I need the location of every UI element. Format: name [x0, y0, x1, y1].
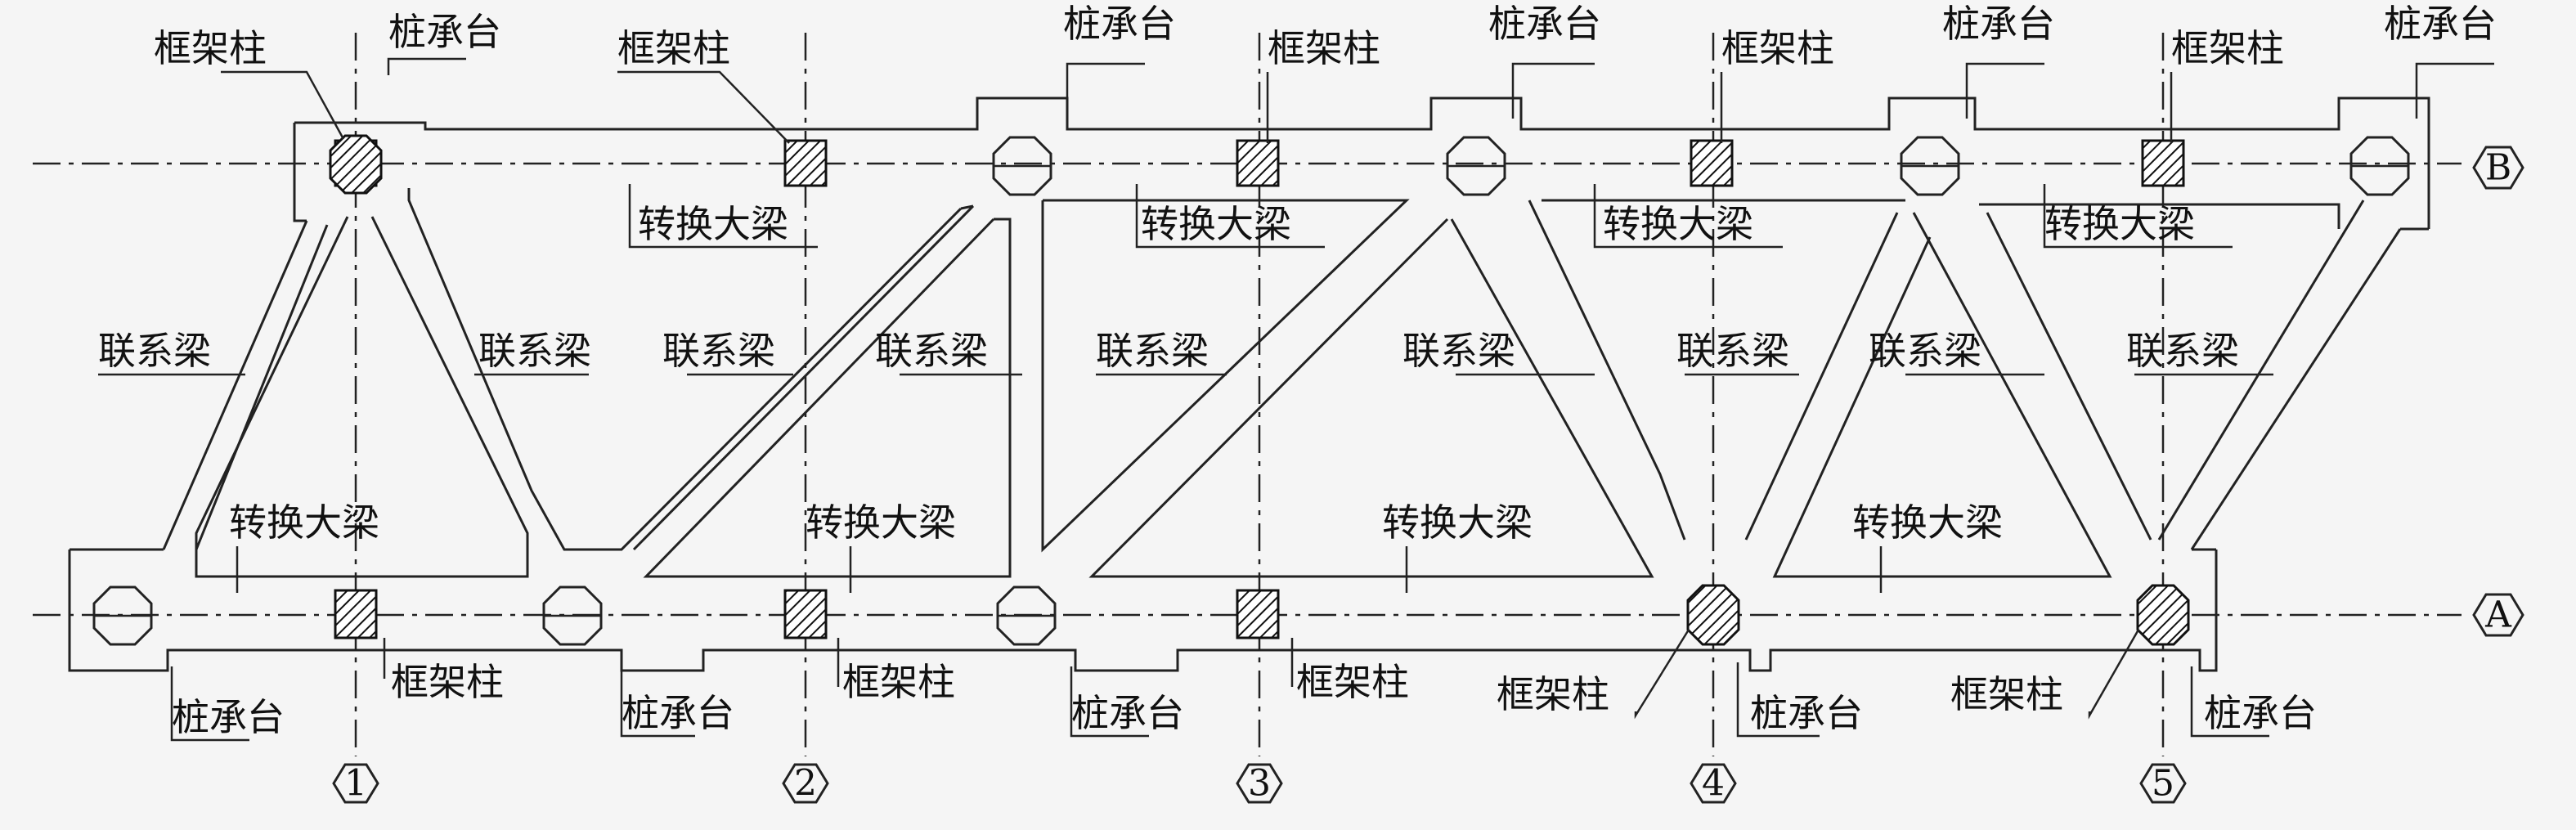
label-tie-beam-1: 联系梁	[98, 329, 211, 373]
label-pile-cap-b-left: 桩承台	[388, 10, 501, 54]
pile-b-2-3	[992, 136, 1052, 196]
label-pile-cap-a-left: 桩承台	[172, 695, 285, 739]
label-tie-beam-8: 联系梁	[1869, 329, 1981, 373]
framework-columns	[329, 134, 2190, 646]
labels: 框架柱 桩承台 框架柱 桩承台 框架柱 桩承台 框架柱 桩承台 框架柱 桩承台 …	[98, 2, 2497, 739]
grid-label-5: 5	[2152, 763, 2174, 805]
label-pile-cap-a3: 桩承台	[1071, 691, 1184, 735]
label-pile-cap-a4: 桩承台	[1750, 691, 1863, 735]
label-column-a1: 框架柱	[391, 660, 504, 704]
label-transfer-beam-a3: 转换大梁	[1382, 500, 1533, 545]
grid-bubble-4: 4	[1690, 763, 1737, 805]
piles	[92, 136, 2410, 646]
label-tie-beam-2: 联系梁	[478, 329, 591, 373]
grid-bubble-3: 3	[1236, 763, 1283, 805]
panel-1	[195, 188, 963, 578]
label-column-a5: 框架柱	[1950, 672, 2063, 716]
leader-lines	[98, 57, 2494, 742]
label-transfer-beam-b1: 转换大梁	[638, 202, 788, 246]
column-b5	[2141, 139, 2185, 187]
label-pile-cap-a5: 桩承台	[2204, 691, 2317, 735]
label-tie-beam-4: 联系梁	[875, 329, 988, 373]
outer-tie-beams	[162, 200, 2402, 550]
label-column-a4: 框架柱	[1497, 672, 1609, 716]
pile-b-right	[2349, 136, 2410, 196]
grid-bubble-5: 5	[2139, 763, 2187, 805]
beam-row-a	[68, 548, 2218, 672]
pile-b-4-5	[1900, 136, 1960, 196]
column-a3	[1236, 589, 1280, 639]
label-tie-beam-7: 联系梁	[1676, 329, 1789, 373]
grid-label-2: 2	[794, 763, 817, 805]
label-transfer-beam-b3: 转换大梁	[1603, 202, 1753, 246]
column-b2	[783, 139, 828, 187]
column-a2	[783, 589, 828, 639]
label-transfer-beam-a4: 转换大梁	[1852, 500, 2003, 545]
label-pile-cap-b2: 桩承台	[1063, 2, 1176, 46]
label-pile-cap-b5: 桩承台	[2384, 2, 2497, 46]
column-a4	[1686, 584, 1740, 646]
grid-bubble-1: 1	[332, 763, 379, 805]
label-pile-cap-b4: 桩承台	[1942, 2, 2055, 46]
grid-label-b: B	[2485, 147, 2511, 189]
label-transfer-beam-b2: 转换大梁	[1141, 202, 1291, 246]
label-transfer-beam-a2: 转换大梁	[806, 500, 956, 545]
pile-b-3-4	[1446, 136, 1506, 196]
pile-a-2-3	[996, 585, 1057, 646]
grid-label-1: 1	[344, 763, 367, 805]
column-b4	[1690, 139, 1734, 187]
label-column-a2: 框架柱	[842, 660, 955, 704]
grid-bubble-a: A	[2472, 593, 2524, 637]
column-b3	[1236, 139, 1280, 187]
label-column-b1: 框架柱	[154, 26, 267, 70]
label-tie-beam-5: 联系梁	[1096, 329, 1209, 373]
label-transfer-beam-a1: 转换大梁	[229, 500, 379, 545]
grid-label-4: 4	[1702, 763, 1725, 805]
label-column-b5: 框架柱	[2171, 26, 2284, 70]
inner-panels	[632, 199, 2340, 578]
label-tie-beam-3: 联系梁	[662, 329, 775, 373]
label-pile-cap-a2: 桩承台	[622, 691, 734, 735]
grid-bubble-b: B	[2472, 146, 2524, 190]
label-column-a3: 框架柱	[1296, 660, 1409, 704]
grid-label-3: 3	[1248, 763, 1271, 805]
label-transfer-beam-b4: 转换大梁	[2044, 202, 2195, 246]
grid-label-a: A	[2484, 594, 2512, 636]
grid-bubbles: B A 1 2 3 4 5	[332, 146, 2524, 805]
column-a5	[2136, 584, 2190, 646]
grid-bubble-2: 2	[782, 763, 829, 805]
label-pile-cap-b3: 桩承台	[1488, 2, 1601, 46]
pile-a-1-2	[542, 585, 603, 646]
column-a1	[334, 589, 378, 639]
label-tie-beam-9: 联系梁	[2126, 329, 2239, 373]
beam-row-b	[293, 96, 2430, 231]
label-tie-beam-6: 联系梁	[1402, 329, 1515, 373]
pile-a-left	[92, 585, 153, 646]
label-column-b3: 框架柱	[1268, 26, 1380, 70]
column-b1-octagon	[329, 134, 383, 195]
label-column-b2: 框架柱	[617, 26, 730, 70]
label-column-b4: 框架柱	[1721, 26, 1834, 70]
